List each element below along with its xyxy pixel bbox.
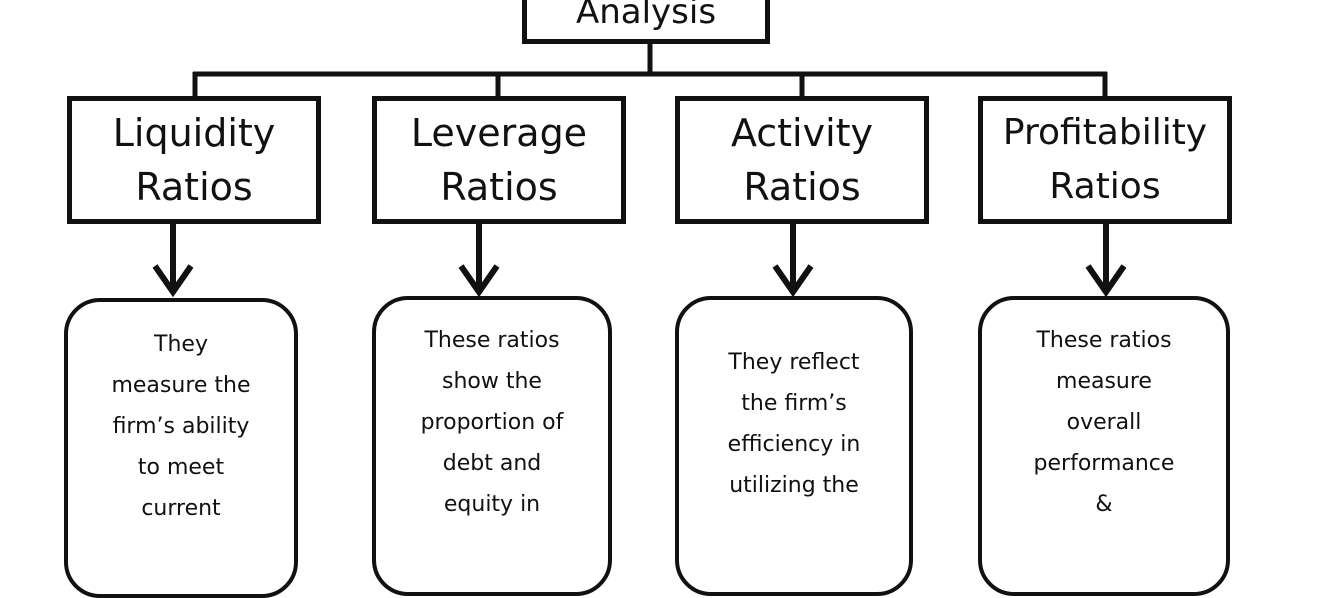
arrow-leverage (458, 224, 500, 298)
description-liquidity: They measure the firm’s ability to meet … (64, 298, 298, 598)
description-line: & (1095, 492, 1113, 517)
description-line: show the (442, 369, 542, 394)
description-line: They reflect (728, 350, 860, 375)
category-liquidity-ratios: Liquidity Ratios (67, 96, 321, 224)
category-profitability-ratios: Profitability Ratios (978, 96, 1232, 224)
description-line: debt and (442, 451, 542, 476)
description-line: efficiency in (727, 432, 861, 457)
description-line: equity in (443, 492, 541, 517)
description-line: These ratios (424, 328, 560, 353)
category-leverage-ratios: Leverage Ratios (372, 96, 626, 224)
category-title-line1: Profitability (1002, 112, 1208, 153)
description-profitability: These ratios measure overall performance… (978, 296, 1230, 596)
arrow-liquidity (152, 224, 194, 298)
description-line: performance (1033, 451, 1175, 476)
root-label: Analysis (575, 0, 717, 32)
description-line: proportion of (420, 410, 564, 435)
ratio-analysis-diagram: Analysis Liquidity Ratios Leverage Ratio… (64, 0, 1232, 598)
description-line: overall (1066, 410, 1142, 435)
root-node-analysis: Analysis (522, 0, 770, 44)
description-line: firm’s ability (112, 414, 250, 439)
category-title-line2: Ratios (440, 165, 558, 209)
description-line: utilizing the (729, 473, 859, 498)
description-line: They (154, 332, 208, 357)
description-line: measure the (111, 373, 251, 398)
category-title-line2: Ratios (1049, 166, 1161, 207)
category-title-line1: Leverage (410, 111, 588, 155)
description-line: the firm’s (741, 391, 847, 416)
description-activity: They reflect the firm’s efficiency in ut… (675, 296, 913, 596)
description-line: measure (1056, 369, 1152, 394)
category-title-line2: Ratios (135, 165, 253, 209)
arrow-profitability (1085, 224, 1127, 298)
arrow-activity (772, 224, 814, 298)
category-title-line1: Activity (730, 111, 874, 155)
category-title-line2: Ratios (743, 165, 861, 209)
category-activity-ratios: Activity Ratios (675, 96, 929, 224)
description-leverage: These ratios show the proportion of debt… (372, 296, 612, 596)
connector-lines (152, 44, 1127, 298)
category-title-line1: Liquidity (112, 111, 276, 155)
description-line: current (141, 496, 221, 521)
description-line: These ratios (1036, 328, 1172, 353)
description-line: to meet (137, 455, 225, 480)
